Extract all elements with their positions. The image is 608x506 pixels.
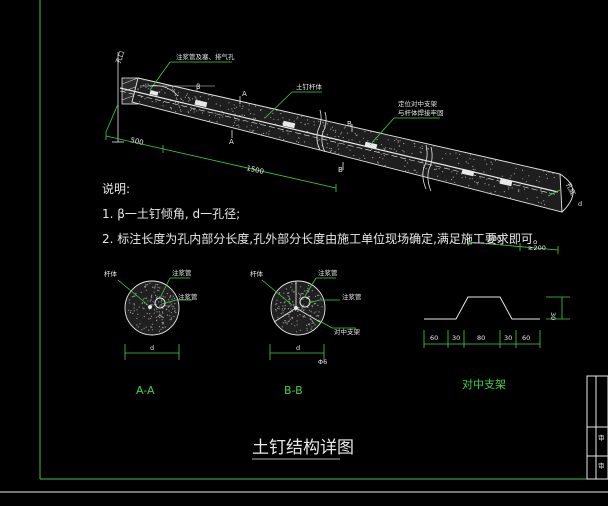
diameter-d: d xyxy=(578,200,582,208)
aa-d: d xyxy=(150,344,154,352)
dim-right-200: ≥200 xyxy=(528,244,546,252)
section-a-bottom: A xyxy=(229,138,234,146)
bb-bracket-label: 对中支架 xyxy=(334,327,361,336)
grout-column xyxy=(131,77,563,213)
bracket-dim-1: 60 xyxy=(430,334,438,342)
titleblock-mark: 审 xyxy=(598,433,605,442)
section-a-top: A xyxy=(242,90,247,98)
hole-bottom-label: 孔底 xyxy=(564,181,578,197)
bb-phi: Φ6 xyxy=(318,358,327,366)
bracket-label-2: 与杆体焊接牢固 xyxy=(398,108,444,117)
bb-rod-label: 杆体 xyxy=(250,269,264,278)
grout-pipe-label: 注浆管及塞、排气孔 xyxy=(176,52,235,61)
aa-rod-label: 杆体 xyxy=(104,269,118,278)
notes-line-2: 2. 标注长度为孔内部分长度,孔外部分长度由施工单位现场确定,满足施工要求即可。 xyxy=(102,231,545,246)
break-marks xyxy=(316,109,433,192)
dim-1500: 1500 xyxy=(246,164,265,176)
section-aa: 杆体 注浆管 注浆管 d A-A xyxy=(104,268,198,397)
bb-grout-label-2: 注浆管 xyxy=(342,292,362,301)
dim-right-500: 500 xyxy=(488,235,501,243)
dim-500: 500 xyxy=(130,136,145,147)
aa-title: A-A xyxy=(136,384,155,397)
bracket-label: 定位对中支架 xyxy=(398,99,438,108)
length-dimensions xyxy=(105,103,337,192)
bracket-title: 对中支架 xyxy=(462,377,506,391)
centering-bracket-detail: 60 30 80 30 60 30 对中支架 xyxy=(423,296,570,391)
hole-bottom-cap xyxy=(559,173,574,213)
section-b-top: B xyxy=(347,120,352,128)
notes: 说明: 1. β一土钉倾角, d一孔径; 2. 标注长度为孔内部分长度,孔外部分… xyxy=(102,181,545,246)
bracket-dim-4: 30 xyxy=(504,334,512,342)
bracket-height: 30 xyxy=(549,312,557,320)
bracket-dim-3: 80 xyxy=(477,334,485,342)
right-dimension xyxy=(467,238,559,254)
notes-heading: 说明: xyxy=(102,181,130,196)
drawing-frame: 审 审 xyxy=(0,0,608,493)
bracket-dim-2: 30 xyxy=(452,334,460,342)
leaders xyxy=(149,61,561,197)
beta-symbol: β xyxy=(196,83,200,91)
titleblock-mark2: 审 xyxy=(598,461,605,470)
section-bb: 杆体 注浆管 注浆管 对中支架 d Φ6 B-B xyxy=(250,268,362,397)
soil-nail-elevation: A A B B 孔口 注浆管及塞、排气孔 土钉杆体 定位对中支架 与杆体焊接牢固… xyxy=(105,50,582,254)
aa-grout-label-2: 注浆管 xyxy=(178,292,198,301)
notes-line-1: 1. β一土钉倾角, d一孔径; xyxy=(102,207,240,221)
bb-d: d xyxy=(296,344,300,352)
drawing-title: 土钉结构详图 xyxy=(252,438,354,458)
section-b-bottom: B xyxy=(338,166,343,174)
nail-body-label: 土钉杆体 xyxy=(296,82,323,91)
aa-grout-label: 注浆管 xyxy=(172,268,192,277)
bb-title: B-B xyxy=(284,384,303,397)
hole-mouth-label: 孔口 xyxy=(114,50,126,65)
bracket-dim-5: 60 xyxy=(522,334,530,342)
section-cuts xyxy=(231,96,353,170)
bb-grout-label: 注浆管 xyxy=(318,268,338,277)
steel-rod xyxy=(119,87,559,193)
centering-brackets xyxy=(149,90,513,187)
